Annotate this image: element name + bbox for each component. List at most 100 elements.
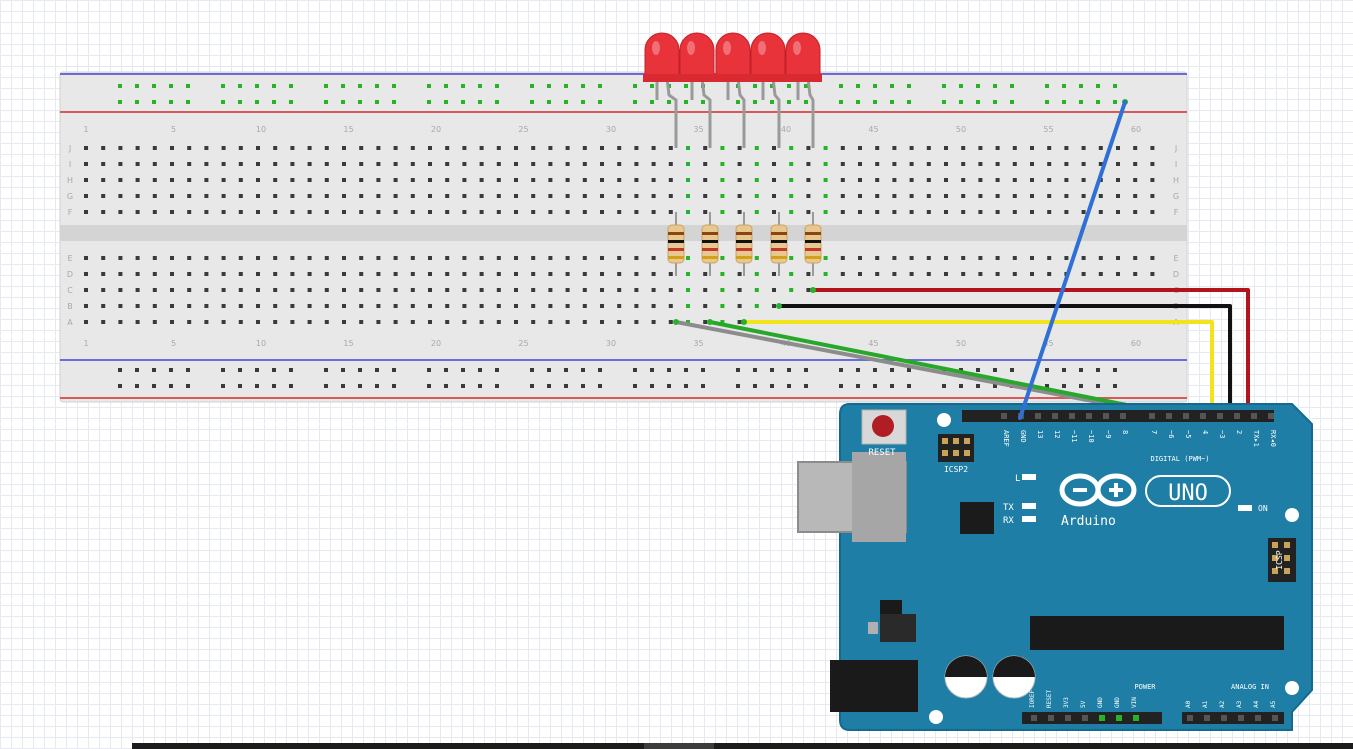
breadboard-hole[interactable] bbox=[445, 304, 450, 308]
breadboard-hole[interactable] bbox=[944, 256, 948, 260]
breadboard-hole[interactable] bbox=[479, 210, 484, 214]
breadboard-hole[interactable] bbox=[410, 194, 415, 198]
breadboard-hole[interactable] bbox=[187, 194, 192, 198]
breadboard-hole[interactable] bbox=[600, 272, 604, 276]
breadboard-hole[interactable] bbox=[84, 256, 88, 260]
rail-hole[interactable] bbox=[375, 100, 379, 104]
rail-hole[interactable] bbox=[530, 100, 534, 104]
breadboard-hole[interactable] bbox=[273, 162, 278, 166]
breadboard-hole[interactable] bbox=[135, 210, 140, 214]
wire-yellow-pin4[interactable] bbox=[742, 320, 1214, 420]
breadboard-hole[interactable] bbox=[445, 178, 450, 182]
rail-hole[interactable] bbox=[942, 384, 946, 388]
breadboard-hole[interactable] bbox=[668, 146, 673, 150]
breadboard-hole[interactable] bbox=[1150, 146, 1155, 150]
rail-hole[interactable] bbox=[1096, 384, 1100, 388]
breadboard-hole[interactable] bbox=[118, 194, 123, 198]
breadboard-hole[interactable] bbox=[686, 288, 690, 292]
breadboard-hole[interactable] bbox=[393, 178, 398, 182]
breadboard-hole[interactable] bbox=[238, 194, 243, 198]
breadboard-hole[interactable] bbox=[548, 288, 553, 292]
breadboard-hole[interactable] bbox=[565, 146, 570, 150]
rail-hole[interactable] bbox=[581, 368, 585, 372]
breadboard-hole[interactable] bbox=[393, 320, 398, 324]
breadboard-hole[interactable] bbox=[1012, 146, 1017, 150]
breadboard-hole[interactable] bbox=[1150, 256, 1155, 260]
breadboard-hole[interactable] bbox=[875, 162, 880, 166]
rail-hole[interactable] bbox=[221, 384, 225, 388]
breadboard-hole[interactable] bbox=[238, 162, 243, 166]
rail-hole[interactable] bbox=[1079, 368, 1083, 372]
breadboard-hole[interactable] bbox=[342, 194, 346, 198]
breadboard-hole[interactable] bbox=[858, 146, 862, 150]
breadboard-hole[interactable] bbox=[789, 272, 794, 276]
breadboard-hole[interactable] bbox=[221, 320, 226, 324]
breadboard-hole[interactable] bbox=[1012, 194, 1017, 198]
breadboard-hole[interactable] bbox=[754, 304, 759, 308]
rail-hole[interactable] bbox=[976, 100, 980, 104]
breadboard-hole[interactable] bbox=[428, 146, 432, 150]
breadboard-hole[interactable] bbox=[324, 256, 329, 260]
breadboard-hole[interactable] bbox=[651, 194, 656, 198]
breadboard-hole[interactable] bbox=[703, 320, 708, 324]
breadboard-hole[interactable] bbox=[359, 256, 364, 260]
rail-hole[interactable] bbox=[238, 100, 242, 104]
breadboard-hole[interactable] bbox=[187, 272, 192, 276]
breadboard-hole[interactable] bbox=[238, 272, 243, 276]
breadboard-hole[interactable] bbox=[428, 304, 432, 308]
breadboard-hole[interactable] bbox=[101, 210, 106, 214]
digital-pin-socket[interactable] bbox=[1103, 413, 1109, 419]
breadboard-hole[interactable] bbox=[978, 146, 983, 150]
rail-hole[interactable] bbox=[770, 84, 774, 88]
breadboard-hole[interactable] bbox=[273, 304, 278, 308]
rail-hole[interactable] bbox=[804, 84, 808, 88]
rail-hole[interactable] bbox=[478, 84, 482, 88]
breadboard-hole[interactable] bbox=[772, 194, 776, 198]
rail-hole[interactable] bbox=[341, 368, 345, 372]
breadboard-hole[interactable] bbox=[634, 162, 639, 166]
breadboard-hole[interactable] bbox=[101, 146, 106, 150]
breadboard-hole[interactable] bbox=[1116, 210, 1120, 214]
breadboard-hole[interactable] bbox=[324, 178, 329, 182]
breadboard-hole[interactable] bbox=[840, 146, 845, 150]
rail-hole[interactable] bbox=[255, 368, 259, 372]
breadboard-hole[interactable] bbox=[995, 162, 1000, 166]
breadboard-hole[interactable] bbox=[548, 194, 553, 198]
breadboard-hole[interactable] bbox=[290, 146, 295, 150]
rail-hole[interactable] bbox=[667, 368, 671, 372]
breadboard-hole[interactable] bbox=[221, 194, 226, 198]
rail-hole[interactable] bbox=[856, 100, 860, 104]
breadboard-hole[interactable] bbox=[187, 210, 192, 214]
breadboard-hole[interactable] bbox=[1012, 272, 1017, 276]
breadboard-hole[interactable] bbox=[548, 210, 553, 214]
breadboard-hole[interactable] bbox=[101, 194, 106, 198]
breadboard-hole[interactable] bbox=[342, 304, 346, 308]
breadboard-hole[interactable] bbox=[1064, 178, 1069, 182]
breadboard-hole[interactable] bbox=[307, 320, 312, 324]
rail-hole[interactable] bbox=[427, 368, 431, 372]
digital-pin-socket[interactable] bbox=[1166, 413, 1172, 419]
rail-hole[interactable] bbox=[375, 84, 379, 88]
rail-hole[interactable] bbox=[736, 368, 740, 372]
rail-hole[interactable] bbox=[1010, 100, 1014, 104]
breadboard-hole[interactable] bbox=[978, 256, 983, 260]
rail-hole[interactable] bbox=[324, 84, 328, 88]
breadboard-hole[interactable] bbox=[548, 256, 553, 260]
breadboard-hole[interactable] bbox=[944, 146, 948, 150]
digital-pin-socket[interactable] bbox=[1217, 413, 1223, 419]
breadboard-hole[interactable] bbox=[445, 146, 450, 150]
breadboard-hole[interactable] bbox=[548, 272, 553, 276]
breadboard-hole[interactable] bbox=[514, 194, 518, 198]
breadboard-hole[interactable] bbox=[686, 304, 690, 308]
rail-hole[interactable] bbox=[598, 100, 602, 104]
breadboard-hole[interactable] bbox=[256, 272, 260, 276]
rail-hole[interactable] bbox=[118, 100, 122, 104]
breadboard-hole[interactable] bbox=[1064, 194, 1069, 198]
breadboard-hole[interactable] bbox=[995, 146, 1000, 150]
rail-hole[interactable] bbox=[564, 368, 568, 372]
breadboard-hole[interactable] bbox=[514, 304, 518, 308]
breadboard-hole[interactable] bbox=[668, 272, 673, 276]
rail-hole[interactable] bbox=[1045, 368, 1049, 372]
rail-hole[interactable] bbox=[907, 84, 911, 88]
breadboard-hole[interactable] bbox=[290, 210, 295, 214]
